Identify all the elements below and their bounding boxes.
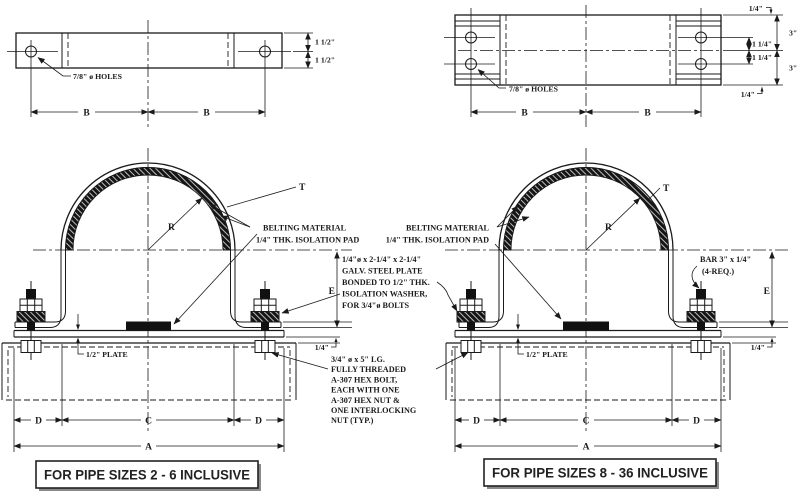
galv-note-line5: FOR 3/4"ø BOLTS [342, 301, 409, 310]
dim-d-right: D [693, 417, 700, 427]
bar-note-line1: BAR 3" x 1/4" [700, 255, 751, 264]
galv-note-line1: 1/4"ø x 2-1/4" x 2-1/4" [342, 255, 421, 264]
isolation-pad [563, 321, 609, 331]
left-title-box: FOR PIPE SIZES 2 - 6 INCLUSIVE [35, 460, 261, 491]
hole-diameter-label: 7/8" ø HOLES [73, 72, 122, 81]
dim-e: E [764, 287, 770, 297]
dim-b-right: B [203, 109, 210, 119]
bolt-note-line5: A-307 HEX NUT & [331, 396, 400, 405]
dim-quarter-gap: 1/4" [751, 343, 765, 352]
dim-b-left: B [83, 109, 90, 119]
right-drawing: 1/4" 3" 3" 1 1/4" 1 1/4" 1/4" 7/8" ø HOL… [386, 4, 797, 489]
dim-1half-bottom: 1 1/2" [315, 56, 335, 65]
isolation-pad [126, 321, 171, 331]
dim-1half-top: 1 1/2" [315, 38, 335, 47]
left-title: FOR PIPE SIZES 2 - 6 INCLUSIVE [44, 467, 250, 483]
dim-quarter-bottom: 1/4" [741, 90, 755, 99]
galv-note-line2: GALV. STEEL PLATE [342, 267, 423, 276]
dim-quarter-gap: 1/4" [315, 343, 329, 352]
dim-3in-top: 3" [789, 29, 797, 38]
bolt-note-line6: ONE INTERLOCKING [331, 406, 417, 415]
bolt-note-line7: NUT (TYP.) [331, 416, 374, 425]
dim-a: A [145, 443, 152, 453]
dim-3in-bottom: 3" [789, 64, 797, 73]
dim-1quarter-upper: 1 1/4" [752, 40, 772, 49]
shared-notes: 1/4"ø x 2-1/4" x 2-1/4" GALV. STEEL PLAT… [271, 255, 469, 425]
bolt-note-line1: 3/4" ø x 5" LG. [331, 355, 385, 364]
left-drawing: 1 1/2" 1 1/2" 7/8" ø HOLES B B [1, 20, 359, 491]
dim-1quarter-lower: 1 1/4" [752, 53, 772, 62]
belting-note-line1: BELTING MATERIAL [263, 224, 347, 233]
bolt-note-line2: FULLY THREADED [331, 365, 406, 374]
left-top-view: 1 1/2" 1 1/2" 7/8" ø HOLES B B [7, 20, 335, 127]
hole-diameter-label: 7/8" ø HOLES [509, 85, 558, 94]
dim-d-left: D [473, 417, 480, 427]
strap-thickness-label: T [663, 184, 670, 194]
radius-label: R [605, 223, 612, 233]
radius-label: R [168, 223, 175, 233]
dim-b-right: B [644, 109, 651, 119]
dim-a: A [583, 443, 590, 453]
strap-thickness-label: T [299, 183, 306, 193]
right-elevation: R T BELTING MATERIAL 1/4" THK. ISOLATION… [386, 148, 790, 453]
belting-note-line2: 1/4" THK. ISOLATION PAD [256, 236, 359, 245]
dim-b-left: B [521, 109, 528, 119]
bar-note-line2: (4-REQ.) [702, 267, 734, 276]
galv-note-line4: ISOLATION WASHER, [342, 290, 427, 299]
bolt-note-line4: EACH WITH ONE [331, 386, 400, 395]
left-elevation: R T BELTING MATERIAL 1/4" THK. ISOLATION… [1, 148, 359, 453]
right-top-view: 1/4" 3" 3" 1 1/4" 1 1/4" 1/4" 7/8" ø HOL… [444, 4, 797, 127]
dim-d-left: D [35, 417, 42, 427]
dim-e: E [329, 287, 335, 297]
dim-c: C [145, 417, 152, 427]
dim-quarter-top: 1/4" [749, 4, 763, 13]
galv-plate-note: 1/4"ø x 2-1/4" x 2-1/4" GALV. STEEL PLAT… [281, 255, 458, 314]
belting-note-line1: BELTING MATERIAL [406, 224, 490, 233]
dim-c: C [583, 417, 590, 427]
right-title: FOR PIPE SIZES 8 - 36 INCLUSIVE [492, 465, 708, 481]
bolt-note-line3: A-307 HEX BOLT, [331, 375, 397, 384]
belting-note-line2: 1/4" THK. ISOLATION PAD [386, 236, 489, 245]
hex-bolt-note: 3/4" ø x 5" LG. FULLY THREADED A-307 HEX… [271, 352, 469, 425]
dim-d-right: D [255, 417, 262, 427]
plate-thickness-label: 1/2" PLATE [86, 350, 128, 359]
plate-thickness-label: 1/2" PLATE [526, 350, 568, 359]
galv-note-line3: BONDED TO 1/2" THK. [342, 278, 430, 287]
right-title-box: FOR PIPE SIZES 8 - 36 INCLUSIVE [483, 458, 719, 489]
